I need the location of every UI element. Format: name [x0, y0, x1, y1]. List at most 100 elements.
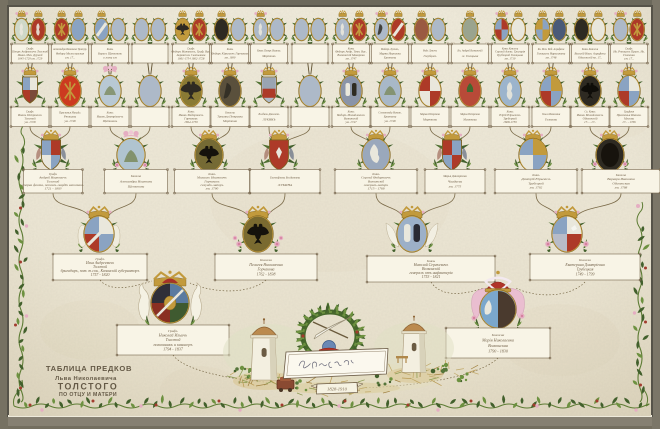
- svg-text:Милюкова: Милюкова: [462, 118, 477, 122]
- svg-text:ум. 1748: ум. 1748: [63, 119, 75, 123]
- svg-text:Сергѣй Алекс. Григорія: Сергѣй Алекс. Григорія: [495, 49, 526, 54]
- svg-text:Князь: Князь: [426, 259, 436, 263]
- svg-text:Иванъ Дмитріевичъ: Иванъ Дмитріевичъ: [96, 115, 124, 119]
- svg-text:Чаадаева: Чаадаева: [448, 179, 462, 183]
- svg-text:Княжна: Княжна: [259, 258, 272, 262]
- svg-text:Майоръ Лукинъ,: Майоръ Лукинъ,: [380, 48, 399, 51]
- svg-text:Трубецкой: Трубецкой: [528, 180, 543, 185]
- svg-text:Андрей Ивановичъ: Андрей Ивановичъ: [38, 175, 67, 180]
- svg-text:Толстой: Толстой: [93, 264, 107, 269]
- svg-text:Князь: Князь: [506, 110, 514, 113]
- svg-text:Дмитрій Юрьевичъ: Дмитрій Юрьевичъ: [520, 176, 551, 181]
- svg-text:Графъ: Графъ: [25, 47, 34, 50]
- svg-text:Княжна: Княжна: [224, 111, 235, 114]
- svg-text:Татьяна Петровна: Татьяна Петровна: [217, 115, 243, 119]
- svg-text:Марья Петровна: Марья Петровна: [459, 113, 480, 116]
- svg-text:Князь: Князь: [347, 110, 355, 113]
- svg-text:ум. 1747: ум. 1747: [345, 57, 357, 61]
- svg-text:Варвара Ивановна: Варвара Ивановна: [607, 177, 635, 181]
- svg-text:17.. - 1766: 17.. - 1766: [622, 120, 636, 124]
- svg-text:Трубецкой Голицына: Трубецкой Голицына: [497, 52, 524, 57]
- svg-text:ЛУКИНЪ: ЛУКИНЪ: [262, 118, 277, 122]
- svg-text:Волконскій: Волконскій: [344, 115, 359, 120]
- svg-text:Головина: Головина: [622, 53, 635, 57]
- svg-text:секундъ-маіоръ: секундъ-маіоръ: [201, 183, 224, 187]
- svg-text:Толстой: Толстой: [24, 115, 36, 120]
- svg-text:Морткина: Морткина: [222, 119, 237, 123]
- svg-text:Иванъ Мих. Дурной: Иванъ Мих. Дурной: [17, 52, 43, 57]
- svg-text:ж. Голицына: ж. Голицына: [462, 54, 479, 58]
- svg-text:Щетинина: Щетинина: [127, 185, 145, 189]
- svg-text:ум. 1790: ум. 1790: [205, 187, 219, 191]
- svg-text:Николай Ильичъ: Николай Ильичъ: [158, 333, 187, 338]
- svg-text:Головина: Головина: [544, 118, 557, 122]
- svg-text:Евстифеева Богдановна: Евстифеева Богдановна: [269, 176, 301, 180]
- svg-text:1715 - 1768: 1715 - 1768: [368, 187, 385, 191]
- svg-text:Графъ: Графъ: [25, 110, 34, 113]
- svg-text:Морткина: Морткина: [422, 118, 437, 122]
- svg-text:Трубецкая: Трубецкая: [577, 268, 594, 272]
- svg-text:Еропкина: Еропкина: [383, 56, 397, 60]
- svg-text:Пелагея Николаевна: Пелагея Николаевна: [248, 263, 282, 267]
- svg-text:полковникъ и кавалеръ: полковникъ и кавалеръ: [153, 342, 192, 347]
- svg-text:Оболенскій: Оболенскій: [583, 115, 598, 120]
- svg-text:Княжна: Княжна: [615, 173, 627, 177]
- svg-text:ум. 1792: ум. 1792: [529, 186, 543, 190]
- svg-text:ум. 17..: ум. 17..: [64, 56, 74, 60]
- svg-text:Иванъ Ѳедоровичъ: Иванъ Ѳедоровичъ: [178, 113, 204, 117]
- svg-text:Горчакова: Горчакова: [257, 268, 275, 272]
- svg-text:1661-1754 1662-1728: 1661-1754 1662-1728: [178, 57, 205, 61]
- svg-text:ум. 1775: ум. 1775: [448, 185, 462, 189]
- svg-text:Ѳедора Милославская: Ѳедора Милославская: [56, 51, 85, 55]
- svg-text:Кн. Мих. Ѳед. Аграфена: Кн. Мих. Ѳед. Аграфена: [537, 48, 565, 51]
- svg-text:Графъ: Графъ: [186, 47, 195, 50]
- svg-text:Михаилъ Ивановичъ: Михаилъ Ивановичъ: [196, 176, 227, 180]
- svg-text:ум. 1747: ум. 1747: [344, 120, 356, 124]
- svg-text:Илья Андреевичъ: Илья Андреевичъ: [85, 261, 114, 265]
- svg-text:Николай Сергѣевичъ: Николай Сергѣевичъ: [413, 262, 449, 267]
- svg-text:ЛУКИНА: ЛУКИНА: [277, 183, 293, 187]
- svg-text:Александра Ивановна Троекур.: Александра Ивановна Троекур.: [52, 48, 87, 51]
- svg-text:Александра Ивановна: Александра Ивановна: [119, 179, 152, 183]
- svg-text:Горчаковъ: Горчаковъ: [203, 179, 219, 183]
- svg-text:Волконскій: Волконскій: [422, 266, 440, 271]
- svg-text:Князь: Князь: [347, 47, 355, 50]
- svg-text:Марія Николаевна: Марія Николаевна: [481, 337, 514, 342]
- svg-text:Кн. Андрей Волконскій: Кн. Андрей Волконскій: [457, 50, 484, 53]
- svg-text:ПО ОТЦУ И МАТЕРИ: ПО ОТЦУ И МАТЕРИ: [59, 392, 117, 398]
- svg-text:Ѳедоръ Юрьевичъ Горчаковъ: Ѳедоръ Юрьевичъ Горчаковъ: [211, 51, 249, 55]
- svg-text:и жена его: и жена его: [103, 56, 118, 60]
- svg-text:Ртищева: Ртищева: [63, 115, 77, 119]
- svg-text:1694-1750: 1694-1750: [184, 120, 198, 124]
- svg-text:сперва флота, потомъ гвардіи к: сперва флота, потомъ гвардіи капитанъ: [22, 183, 84, 188]
- svg-text:Горчаковъ: Горчаковъ: [183, 116, 198, 120]
- svg-text:Иванъ Михайловичъ: Иванъ Михайловичъ: [576, 112, 604, 117]
- svg-text:Морткинъ: Морткинъ: [261, 54, 276, 58]
- svg-text:Князь: Князь: [531, 173, 540, 177]
- svg-text:генералъ отъ инфантеріи: генералъ отъ инфантеріи: [409, 271, 452, 275]
- svg-text:Толстой: Толстой: [166, 337, 181, 342]
- svg-text:Ѳедоръ Матвѣевъ, Граф. Вас.: Ѳедоръ Матвѣевъ, Граф. Вас.: [172, 50, 211, 55]
- svg-text:1721 - 1803: 1721 - 1803: [45, 187, 62, 191]
- svg-text:Волконскій Макарова: Волконскій Макарова: [337, 52, 365, 57]
- svg-text:1749 - 1799: 1749 - 1799: [576, 272, 595, 276]
- svg-text:Волконская: Волконская: [488, 343, 508, 348]
- svg-text:Князь Княжна: Князь Княжна: [581, 48, 599, 51]
- svg-text:ТАБЛИЦА ПРЕДКОВ: ТАБЛИЦА ПРЕДКОВ: [46, 364, 132, 373]
- svg-text:ТОЛСТОГО: ТОЛСТОГО: [58, 382, 119, 392]
- svg-text:Сергѣй Ѳедоровичъ: Сергѣй Ѳедоровичъ: [361, 175, 391, 180]
- svg-text:Марья Дмитріевна: Марья Дмитріевна: [442, 174, 467, 178]
- svg-text:Щетининъ: Щетининъ: [102, 119, 118, 123]
- svg-text:Марѳа Ивановна: Марѳа Ивановна: [378, 51, 401, 55]
- svg-text:Прасковья Михайл.: Прасковья Михайл.: [58, 111, 81, 114]
- svg-text:Оболенскій кн. 17..: Оболенскій кн. 17..: [578, 55, 602, 60]
- svg-text:Василій Иван. Аграфена: Василій Иван. Аграфена: [575, 50, 606, 55]
- svg-text:ум. 1699: ум. 1699: [224, 56, 236, 60]
- svg-text:бригадиръ, пот. т.сов., Казанс: бригадиръ, пот. т.сов., Казанскій губерн…: [61, 268, 140, 274]
- svg-text:Еропкина: Еропкина: [383, 115, 397, 119]
- svg-text:Мусина: Мусина: [623, 116, 634, 120]
- svg-text:Княжна: Княжна: [491, 333, 505, 337]
- svg-text:Князь Княжна: Князь Княжна: [501, 47, 519, 50]
- svg-text:Ольга Ивановна: Ольга Ивановна: [542, 113, 561, 116]
- svg-text:Прасковья Иванов.: Прасковья Иванов.: [616, 113, 642, 117]
